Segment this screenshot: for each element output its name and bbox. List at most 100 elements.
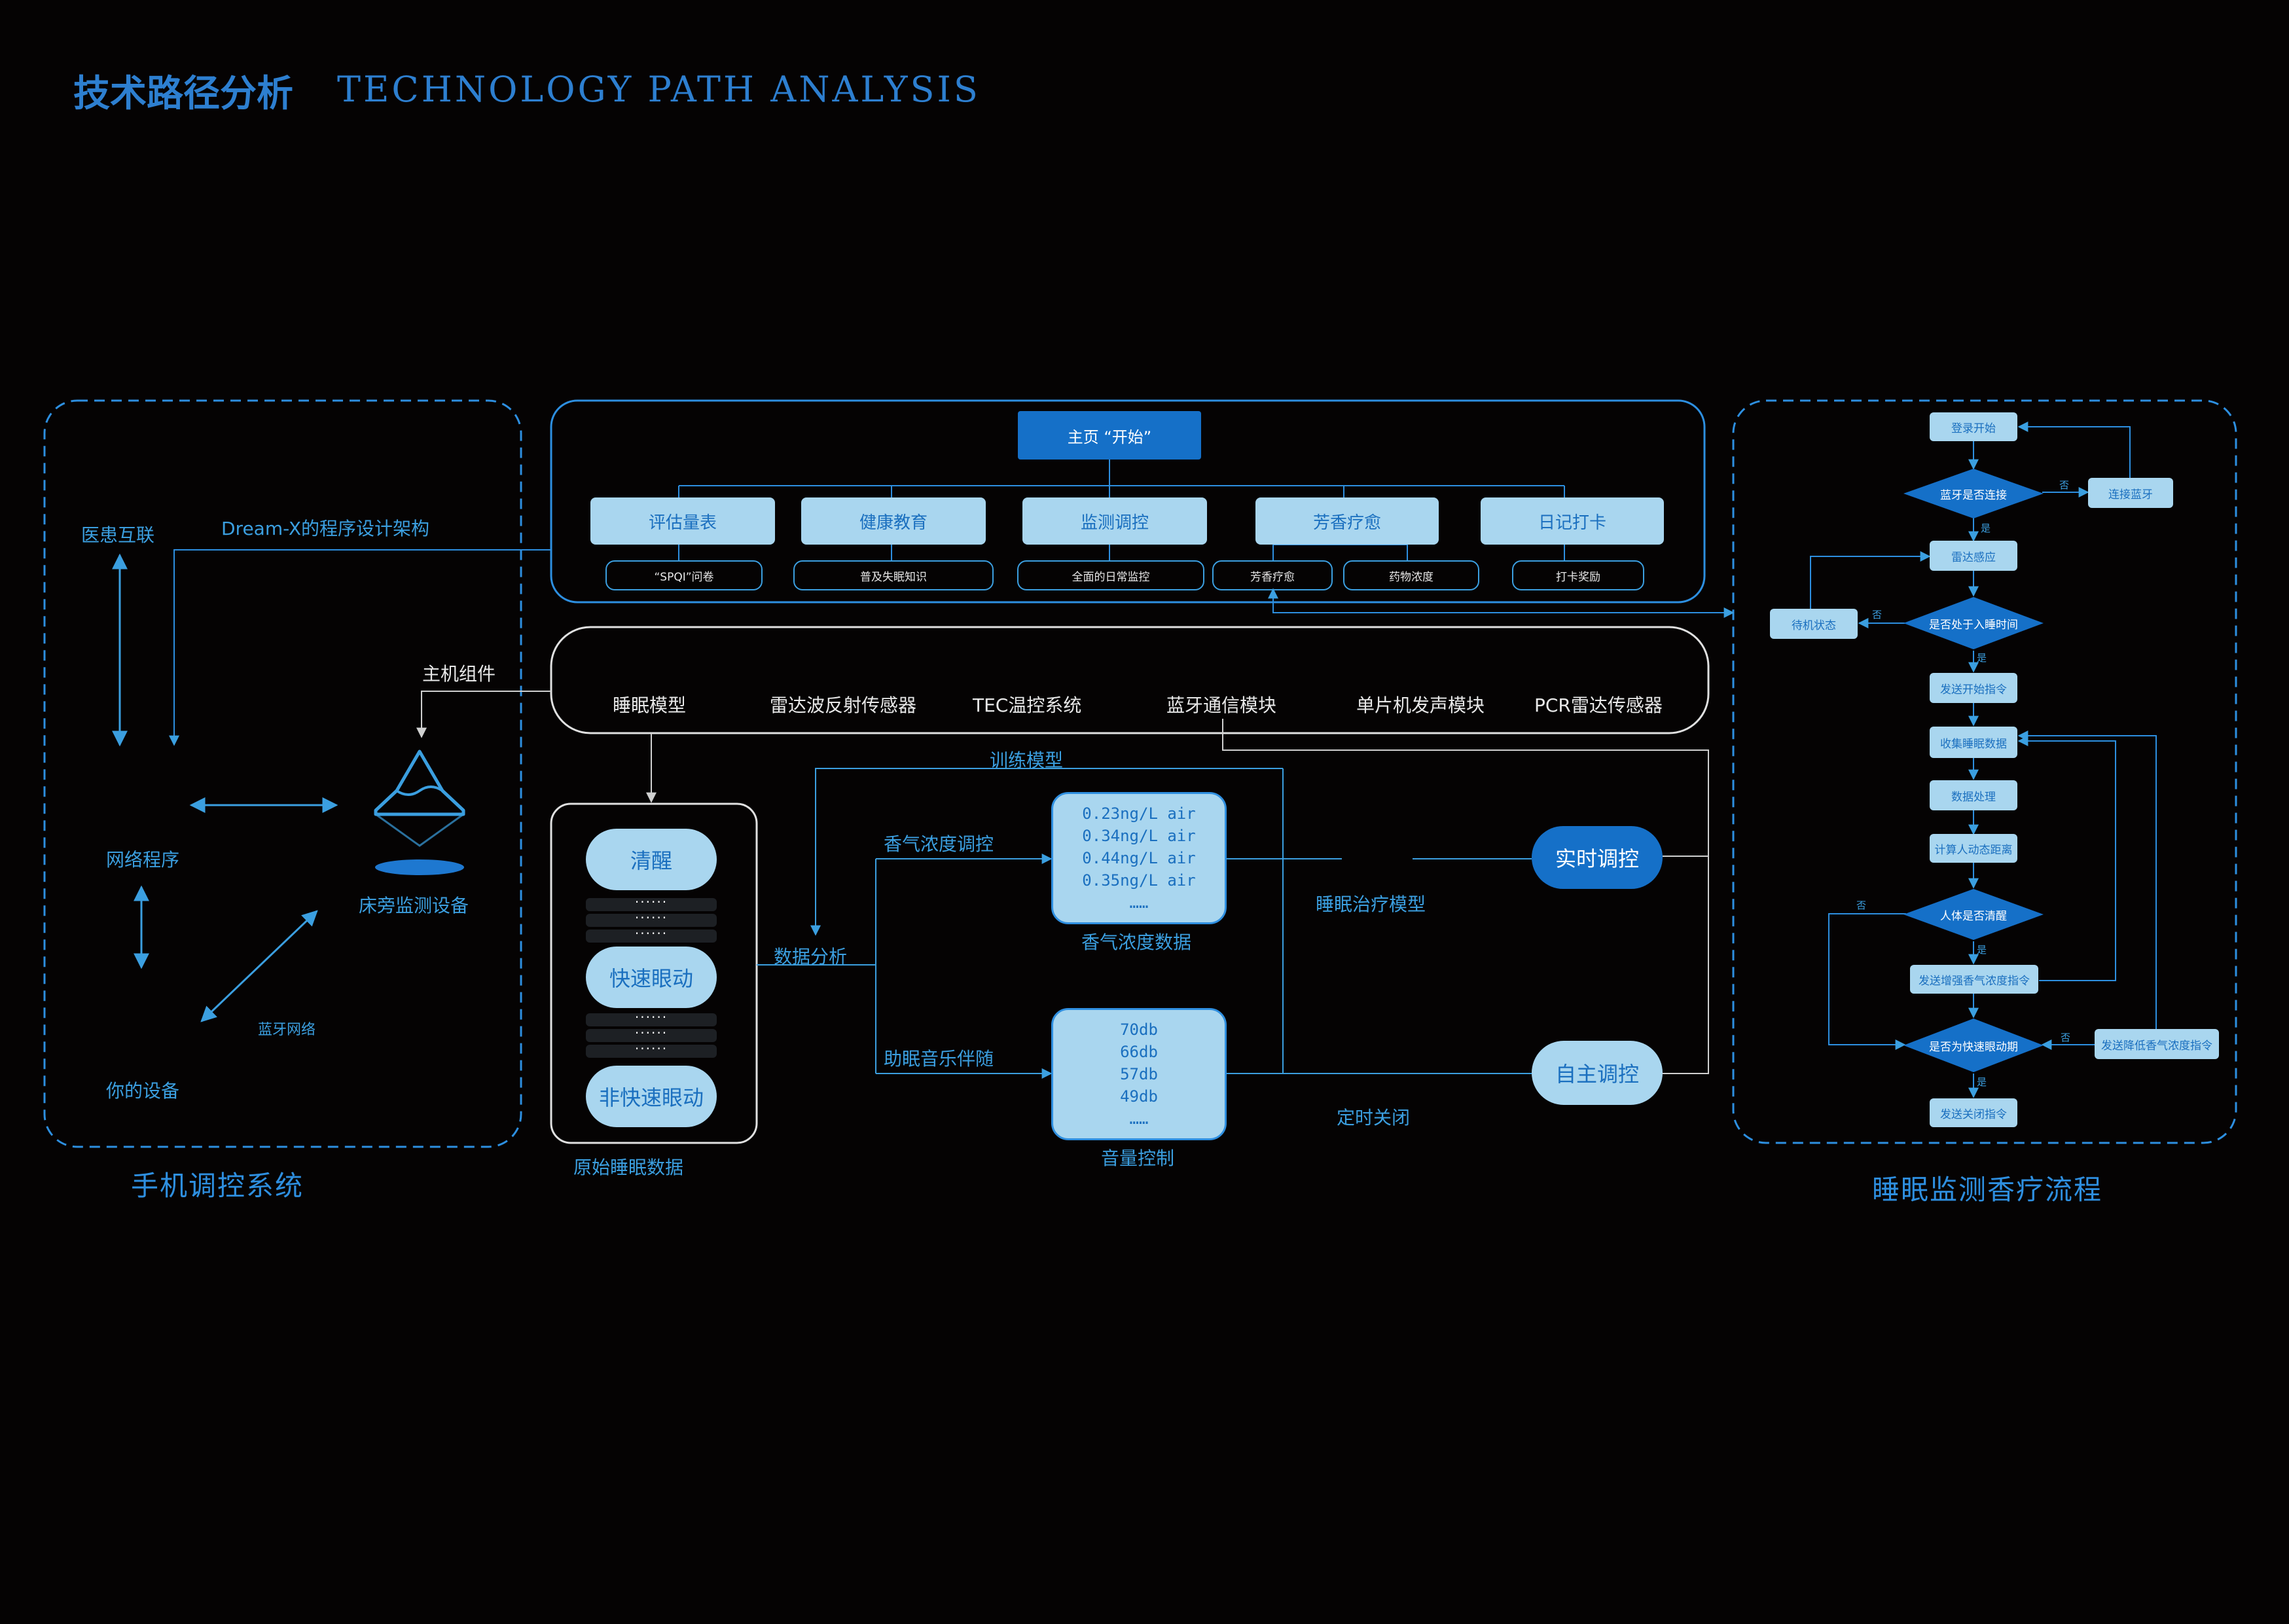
tab-assessment-scale[interactable]: 评估量表 <box>590 497 775 545</box>
component-radar-reflection-sensor: 雷达波反射传感器 <box>770 695 917 716</box>
flow-radar-sense: 雷达感应 <box>1930 541 2017 571</box>
flow-send-start: 发送开始指令 <box>1930 673 2017 703</box>
host-wires <box>416 691 1709 1074</box>
music-accompany-label: 助眠音乐伴随 <box>884 1048 994 1070</box>
component-mcu-sound-module: 单片机发声模块 <box>1356 695 1485 716</box>
flow-yes-label: 是 <box>1977 1076 1987 1088</box>
flow-yes-label: 是 <box>1977 652 1987 664</box>
stage-dots: ······ <box>586 927 717 943</box>
volume-value: 49db <box>1120 1087 1158 1106</box>
bluetooth-network-label: 蓝牙网络 <box>258 1022 316 1038</box>
host-components-frame <box>550 626 1710 734</box>
flow-yes-label: 是 <box>1977 944 1987 956</box>
bedside-device-icon <box>374 749 465 875</box>
autonomous-control-button[interactable]: 自主调控 <box>1532 1041 1663 1105</box>
component-sleep-model: 睡眠模型 <box>613 695 687 716</box>
home-start-button[interactable]: 主页 “开始” <box>1018 411 1201 460</box>
flow-no-label: 否 <box>1872 609 1883 621</box>
aroma-value: 0.34ng/L air <box>1082 827 1196 845</box>
aroma-data-caption: 香气浓度数据 <box>1081 931 1192 953</box>
flow-yes-label: 是 <box>1981 522 1991 534</box>
flow-no-label: 否 <box>2059 479 2070 491</box>
volume-value: 57db <box>1120 1065 1158 1083</box>
aroma-value: 0.44ng/L air <box>1082 849 1196 867</box>
component-pcr-radar-sensor: PCR雷达传感器 <box>1534 695 1663 716</box>
architecture-tree <box>169 460 1735 746</box>
flow-caption: 睡眠监测香疗流程 <box>1872 1174 2103 1206</box>
flow-send-decrease: 发送降低香气浓度指令 <box>2095 1029 2219 1059</box>
flow-connect-bt: 连接蓝牙 <box>2088 478 2173 508</box>
timed-off-label: 定时关闭 <box>1337 1107 1411 1128</box>
phone-arrows <box>112 553 338 1022</box>
aroma-concentration-box: 0.23ng/L air 0.34ng/L air 0.44ng/L air 0… <box>1051 792 1227 924</box>
sub-drug-concentration[interactable]: 药物浓度 <box>1343 560 1479 590</box>
flow-calc-distance: 计算人动态距离 <box>1930 834 2017 863</box>
volume-value: 70db <box>1120 1020 1158 1039</box>
component-tec-temperature: TEC温控系统 <box>973 695 1082 716</box>
analysis-wires <box>757 768 1532 1079</box>
sub-aroma-healing[interactable]: 芳香疗愈 <box>1212 560 1333 590</box>
stage-awake: 清醒 <box>586 829 717 890</box>
flow-process-data: 数据处理 <box>1930 780 2017 810</box>
phone-system-caption: 手机调控系统 <box>131 1170 304 1202</box>
stage-dots: ······ <box>586 1042 717 1058</box>
flow-send-close: 发送关闭指令 <box>1930 1098 2017 1127</box>
stage-rem: 快速眼动 <box>586 947 717 1008</box>
your-device-label: 你的设备 <box>106 1080 180 1102</box>
realtime-control-button[interactable]: 实时调控 <box>1532 826 1663 889</box>
component-bluetooth-module: 蓝牙通信模块 <box>1166 695 1277 716</box>
flow-rem-decision: 是否为快速眼动期 <box>1902 1017 2045 1074</box>
raw-sleep-caption: 原始睡眠数据 <box>573 1157 684 1178</box>
flow-standby: 待机状态 <box>1770 609 1858 639</box>
flow-bt-connected-text: 蓝牙是否连接 <box>1940 488 2007 502</box>
volume-data-caption: 音量控制 <box>1101 1147 1175 1169</box>
flow-wires <box>1810 422 2157 1098</box>
page-title-en: TECHNOLOGY PATH ANALYSIS <box>337 69 981 110</box>
network-program-label: 网络程序 <box>106 849 180 871</box>
page-title-cn: 技术路径分析 <box>73 73 293 115</box>
raw-sleep-frame <box>550 803 758 1144</box>
sub-spqi-questionnaire[interactable]: “SPQI”问卷 <box>605 560 763 590</box>
stage-nrem: 非快速眼动 <box>586 1066 717 1127</box>
flow-bt-connected-decision: 蓝牙是否连接 <box>1902 467 2045 520</box>
flow-no-label: 否 <box>2061 1032 2071 1043</box>
flow-awake-decision: 人体是否清醒 <box>1902 888 2045 941</box>
tab-monitoring-control[interactable]: 监测调控 <box>1022 497 1207 545</box>
flow-awake-text: 人体是否清醒 <box>1940 909 2007 923</box>
sub-daily-monitoring[interactable]: 全面的日常监控 <box>1017 560 1204 590</box>
flow-sleep-time-decision: 是否处于入睡时间 <box>1902 596 2045 651</box>
volume-control-box: 70db 66db 57db 49db …… <box>1051 1008 1227 1140</box>
flow-no-label: 否 <box>1856 899 1867 911</box>
volume-value: 66db <box>1120 1043 1158 1061</box>
tab-aroma-therapy[interactable]: 芳香疗愈 <box>1255 497 1439 545</box>
tab-diary-checkin[interactable]: 日记打卡 <box>1481 497 1664 545</box>
stage-dots: ······ <box>586 911 717 927</box>
aroma-adjust-label: 香气浓度调控 <box>884 833 994 855</box>
host-components-label: 主机组件 <box>422 663 496 685</box>
stage-dots: ······ <box>586 1026 717 1042</box>
volume-value: …… <box>1129 1110 1149 1128</box>
bedside-device-label: 床旁监测设备 <box>359 895 469 916</box>
flow-login-start: 登录开始 <box>1930 412 2017 441</box>
phone-system-frame <box>43 399 522 1148</box>
train-model-label: 训练模型 <box>990 749 1064 771</box>
sub-checkin-reward[interactable]: 打卡奖励 <box>1512 560 1644 590</box>
architecture-frame <box>550 399 1706 604</box>
tab-health-education[interactable]: 健康教育 <box>801 497 986 545</box>
sub-insomnia-knowledge[interactable]: 普及失眠知识 <box>793 560 994 590</box>
aroma-value: 0.35ng/L air <box>1082 871 1196 890</box>
flow-frame <box>1732 399 2237 1144</box>
flow-sleep-time-text: 是否处于入睡时间 <box>1929 618 2018 632</box>
flow-rem-text: 是否为快速眼动期 <box>1929 1040 2018 1054</box>
aroma-value: 0.23ng/L air <box>1082 804 1196 823</box>
therapy-model-label: 睡眠治疗模型 <box>1316 893 1426 915</box>
stage-dots: ······ <box>586 1011 717 1026</box>
flow-send-increase: 发送增强香气浓度指令 <box>1910 965 2038 994</box>
doctor-patient-label: 医患互联 <box>81 524 155 546</box>
stage-dots: ······ <box>586 895 717 911</box>
flow-collect-data: 收集睡眠数据 <box>1930 727 2017 758</box>
aroma-value: …… <box>1129 893 1149 912</box>
architecture-label: Dream-X的程序设计架构 <box>221 518 430 539</box>
data-analysis-label: 数据分析 <box>774 946 848 967</box>
